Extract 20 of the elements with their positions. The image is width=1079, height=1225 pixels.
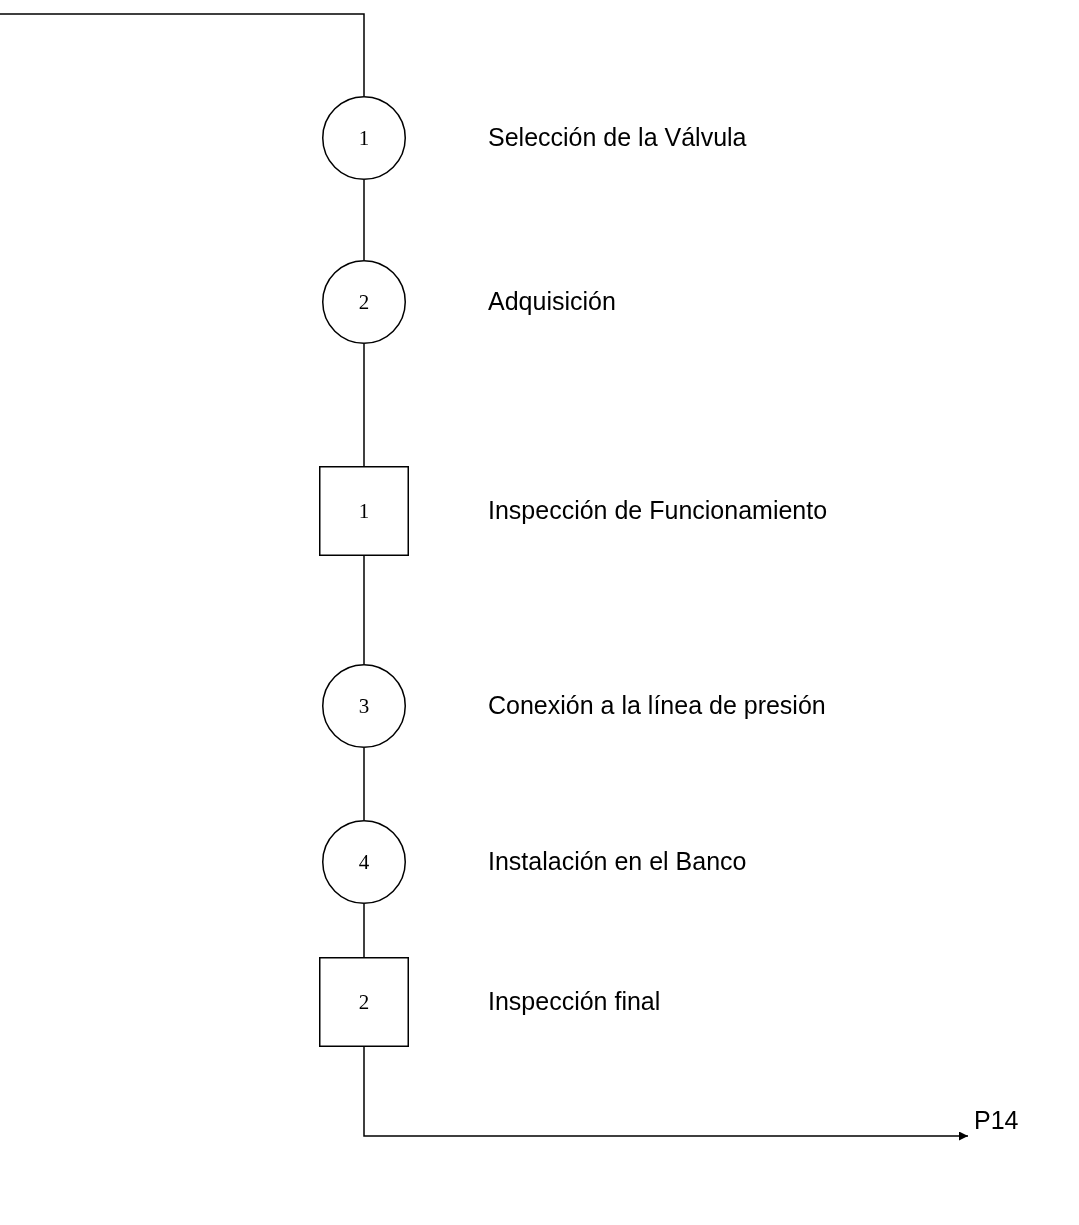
step-number: 3 [358, 695, 370, 717]
step-description: Inspección final [488, 987, 661, 1016]
step-number: 1 [358, 127, 370, 149]
flow-line [363, 903, 365, 958]
step-description: Inspección de Funcionamiento [488, 496, 828, 525]
step-description: Instalación en el Banco [488, 847, 747, 876]
step-number: 4 [358, 851, 370, 873]
step-number: 2 [358, 291, 370, 313]
flow-line [363, 555, 365, 665]
flow-line [363, 179, 365, 261]
flow-line [363, 747, 365, 821]
step-description: Selección de la Válvula [488, 123, 747, 152]
step-description: Adquisición [488, 287, 616, 316]
step-number: 2 [358, 991, 370, 1013]
flow-line [0, 13, 365, 97]
flow-arrow [363, 1046, 969, 1141]
flow-line [363, 343, 365, 467]
step-description: Conexión a la línea de presión [488, 691, 826, 720]
process-reference: P14 [974, 1106, 1019, 1134]
step-number: 1 [358, 500, 370, 522]
